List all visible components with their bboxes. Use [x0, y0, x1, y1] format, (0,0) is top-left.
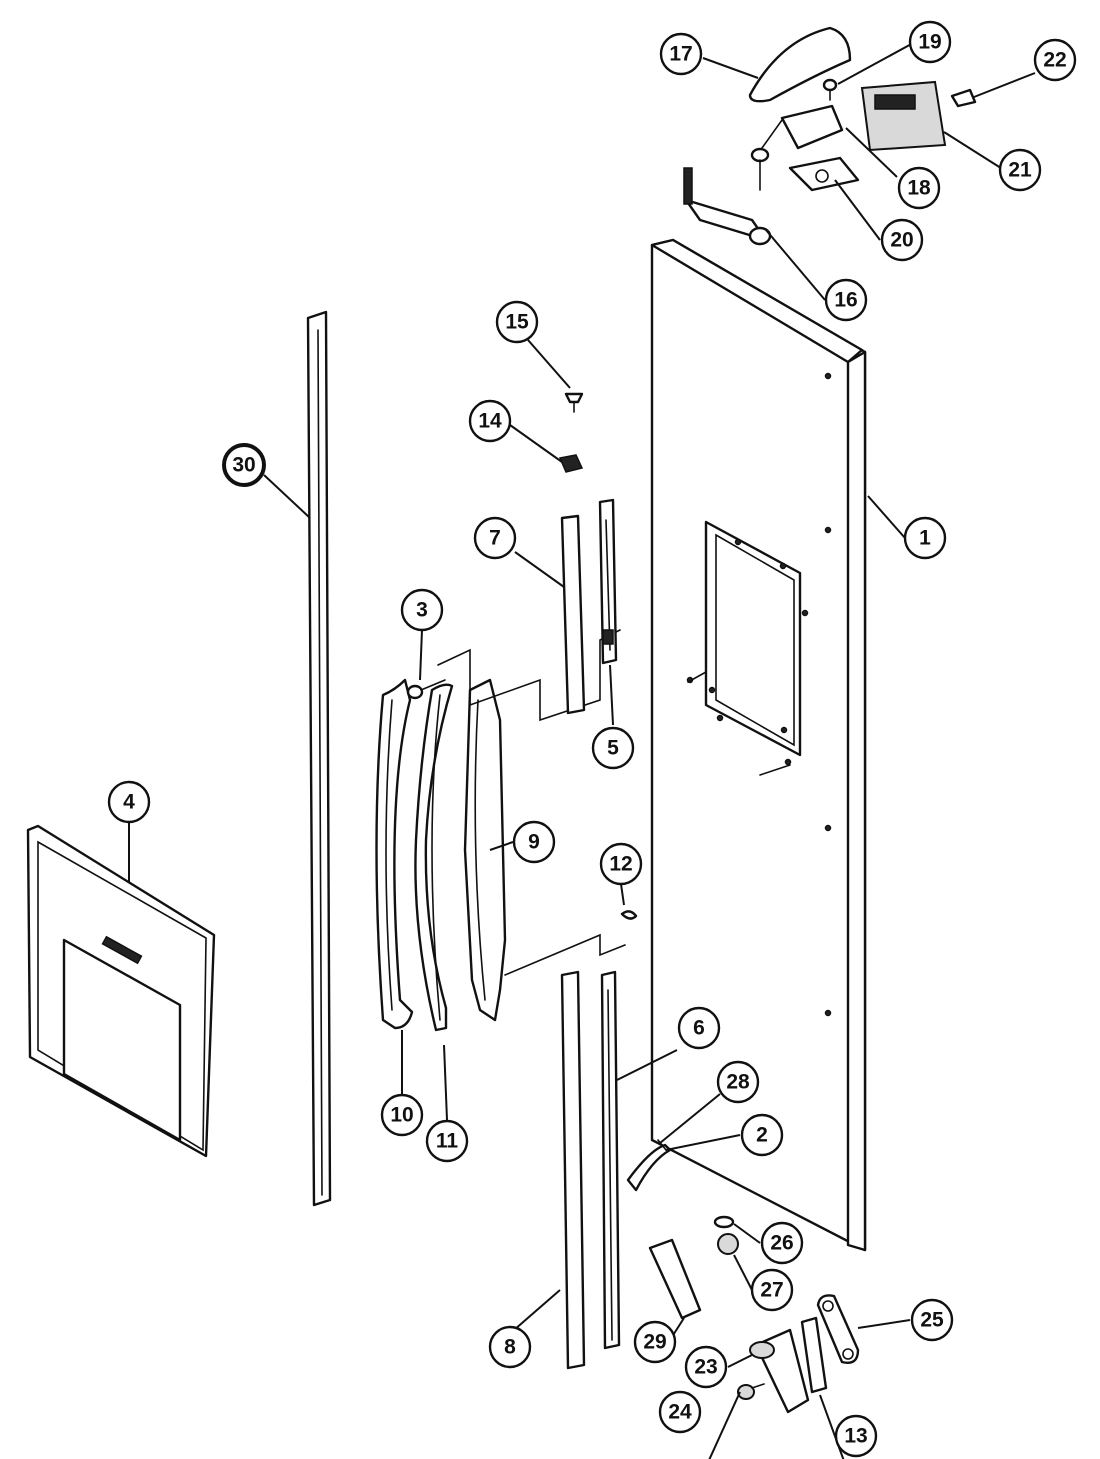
callout-11: 11	[425, 1119, 469, 1163]
callout-16: 16	[824, 278, 868, 322]
callout-26: 26	[760, 1221, 804, 1265]
callout-6-label: 6	[693, 1017, 705, 1040]
callout-23-label: 23	[694, 1356, 717, 1379]
callout-21: 21	[998, 148, 1042, 192]
trim-strip	[306, 310, 332, 1207]
callout-11-label: 11	[436, 1130, 459, 1153]
upper-trims	[560, 498, 618, 715]
callout-7: 7	[473, 516, 517, 560]
callout-2-label: 2	[756, 1124, 768, 1147]
callout-5: 5	[591, 726, 635, 770]
lower-trims	[560, 970, 621, 1370]
callout-14-label: 14	[478, 410, 502, 433]
callout-18-label: 18	[907, 177, 931, 200]
callout-25: 25	[910, 1298, 954, 1342]
callout-13: 13	[834, 1414, 878, 1458]
callout-9-label: 9	[528, 831, 540, 854]
callout-13-label: 13	[844, 1425, 867, 1448]
callout-2: 2	[740, 1113, 784, 1157]
callout-7-label: 7	[489, 527, 501, 550]
callout-26-label: 26	[770, 1232, 793, 1255]
callout-1: 1	[903, 516, 947, 560]
callout-27: 27	[750, 1268, 794, 1312]
callout-10: 10	[380, 1093, 424, 1137]
callout-25-label: 25	[920, 1309, 944, 1332]
callout-16-label: 16	[834, 289, 857, 312]
dispenser-cover	[26, 824, 216, 1158]
callout-28-label: 28	[726, 1071, 750, 1094]
callout-12: 12	[599, 842, 643, 886]
callout-21-label: 21	[1008, 159, 1032, 182]
top-hinge-parts	[683, 26, 977, 246]
callout-19-label: 19	[918, 31, 941, 54]
callout-20: 20	[880, 218, 924, 262]
callout-6: 6	[677, 1006, 721, 1050]
callout-17: 17	[659, 32, 703, 76]
callout-22-label: 22	[1043, 49, 1066, 72]
callout-5-label: 5	[607, 737, 619, 760]
callout-29: 29	[633, 1320, 677, 1364]
callout-8-label: 8	[504, 1336, 516, 1359]
callout-3: 3	[400, 588, 444, 632]
callout-9: 9	[512, 820, 556, 864]
callout-14: 14	[468, 399, 512, 443]
small-hardware	[558, 392, 638, 920]
callout-8: 8	[488, 1325, 532, 1369]
callout-4-label: 4	[123, 791, 135, 814]
handle-assembly	[375, 629, 626, 1032]
callout-4: 4	[107, 780, 151, 824]
callout-1-label: 1	[919, 527, 931, 550]
callout-29-label: 29	[643, 1331, 666, 1354]
callout-30: 30	[222, 443, 266, 487]
callout-27-label: 27	[760, 1279, 783, 1302]
callout-19: 19	[908, 20, 952, 64]
callout-12-label: 12	[609, 853, 632, 876]
callout-24-label: 24	[668, 1401, 692, 1424]
callout-10-label: 10	[390, 1104, 413, 1127]
callout-28: 28	[716, 1060, 760, 1104]
callout-30-label: 30	[232, 454, 255, 477]
callout-3-label: 3	[416, 599, 428, 622]
callout-15-label: 15	[505, 311, 529, 334]
callout-18: 18	[897, 166, 941, 210]
callout-22: 22	[1033, 38, 1077, 82]
door-panel	[650, 238, 867, 1252]
leader-lines	[128, 41, 1036, 1459]
callout-17-label: 17	[669, 43, 692, 66]
callout-23: 23	[684, 1345, 728, 1389]
callout-15: 15	[495, 300, 539, 344]
callout-24: 24	[658, 1390, 702, 1434]
callout-20-label: 20	[890, 229, 913, 252]
lower-parts	[626, 1139, 860, 1414]
